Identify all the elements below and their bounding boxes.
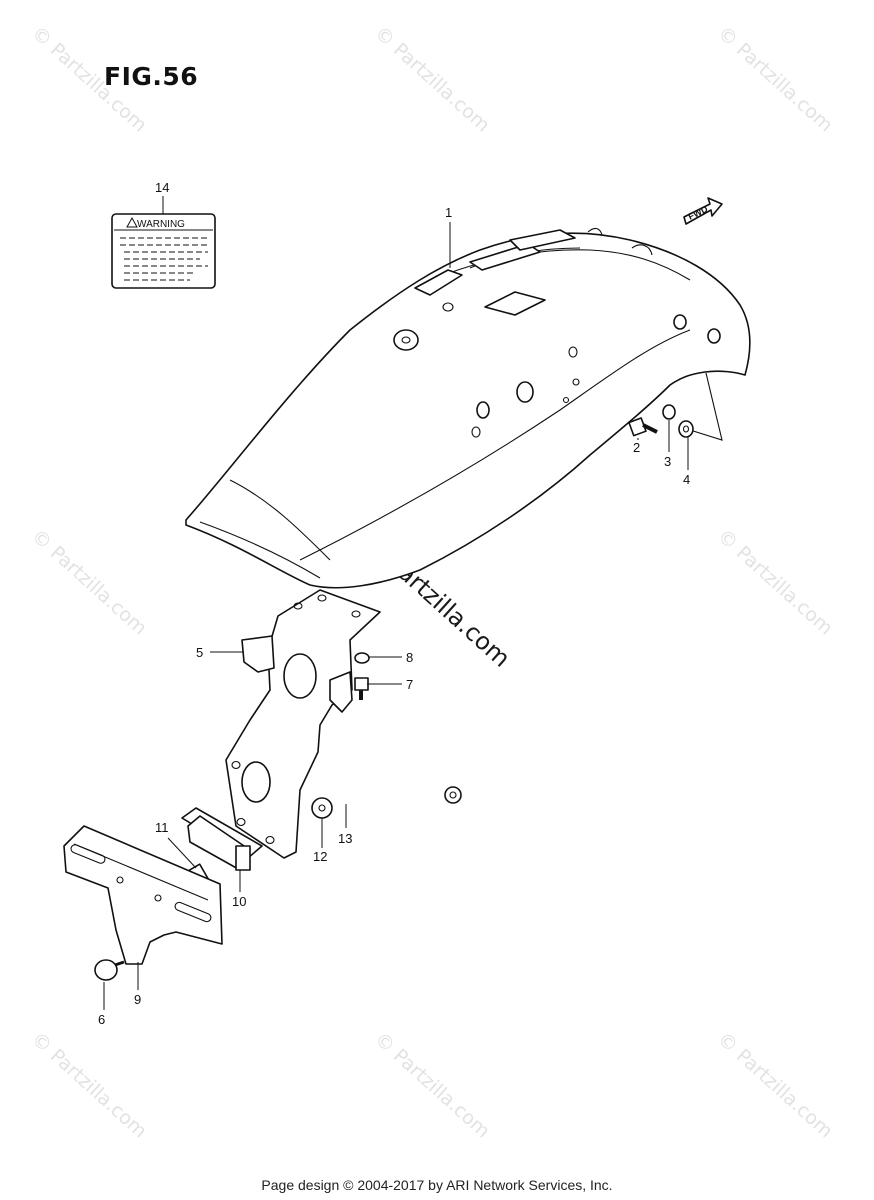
figure-title: FIG.56: [104, 62, 199, 91]
warning-label: WARNING: [111, 213, 216, 289]
washer: [354, 652, 370, 664]
callout-number: 7: [406, 677, 413, 692]
callout-number: 13: [338, 831, 352, 846]
footer-copyright: Page design © 2004-2017 by ARI Network S…: [261, 1177, 613, 1193]
bolt: [628, 417, 658, 437]
leader-lines: [103, 196, 689, 1010]
washer: [311, 797, 333, 819]
license-bracket: [181, 807, 263, 871]
callout-number: 6: [98, 1012, 105, 1027]
fwd-arrow-icon: FWD: [683, 197, 723, 225]
license-plate-bracket: [63, 825, 223, 965]
nut: [444, 786, 462, 804]
washer: [678, 420, 694, 438]
callout-number: 9: [134, 992, 141, 1007]
callout-number: 1: [445, 205, 452, 220]
rear-fender: [185, 227, 751, 589]
callout-number: 5: [196, 645, 203, 660]
callout-number: 14: [155, 180, 169, 195]
callout-number: 10: [232, 894, 246, 909]
callout-number: 12: [313, 849, 327, 864]
washer: [662, 404, 676, 420]
callout-number: 4: [683, 472, 690, 487]
callout-number: 3: [664, 454, 671, 469]
warning-label-text: WARNING: [137, 219, 185, 230]
callout-number: 2: [633, 440, 640, 455]
callout-number: 8: [406, 650, 413, 665]
callout-numbers: 1 2 3 4 5 6 7 8 9 10 11 12 13 14: [98, 180, 690, 1027]
screw: [94, 959, 125, 981]
callout-number: 11: [155, 820, 169, 835]
fender-bracket: [225, 589, 381, 859]
bolt: [354, 677, 369, 700]
